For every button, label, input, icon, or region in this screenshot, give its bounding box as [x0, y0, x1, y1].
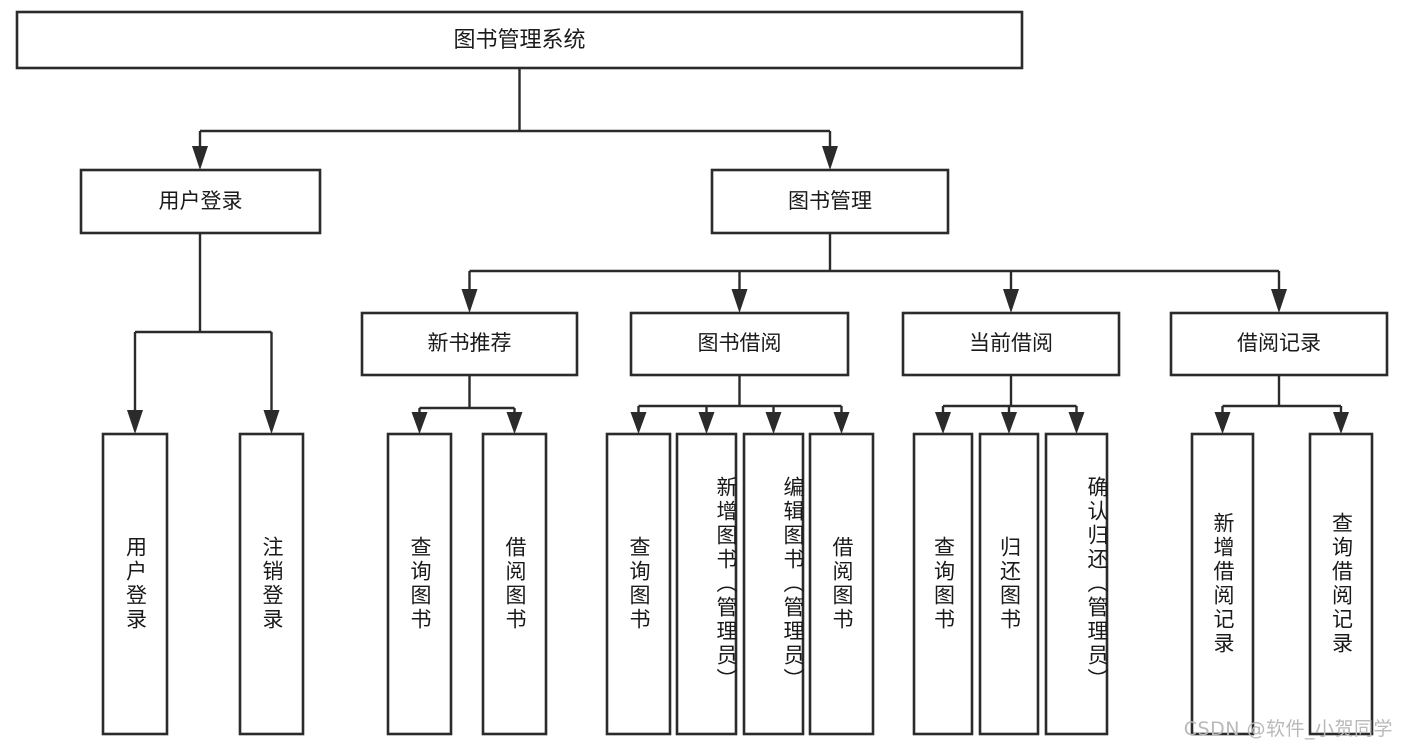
leaf-box-query-book-borrow[interactable]	[605, 432, 672, 736]
leaf-box-group	[101, 432, 1374, 736]
arrow-icon	[1214, 412, 1231, 434]
connector-group-new-book	[411, 375, 523, 434]
arrow-icon	[698, 412, 715, 434]
arrow-icon	[731, 289, 748, 313]
leaf-box-query-book-current[interactable]	[912, 432, 974, 736]
arrow-icon	[1333, 412, 1349, 434]
node-root-system[interactable]: 图书管理系统	[15, 10, 1024, 70]
node-label-book-borrow: 图书借阅	[698, 331, 782, 355]
node-label-borrow-record: 借阅记录	[1237, 331, 1321, 355]
connector-group-root	[192, 68, 838, 170]
node-label-book-manage: 图书管理	[788, 189, 872, 213]
arrow-icon	[833, 412, 850, 434]
arrow-icon	[1001, 412, 1017, 434]
arrow-icon	[1068, 412, 1085, 434]
arrow-icon	[411, 412, 428, 434]
node-label-new-book-recommend: 新书推荐	[428, 331, 512, 355]
leaf-box-query-borrow-record[interactable]	[1308, 432, 1374, 736]
arrow-icon	[263, 410, 280, 434]
arrow-icon	[1271, 289, 1287, 313]
leaf-box-edit-book-admin[interactable]	[742, 432, 805, 736]
arrow-icon	[935, 412, 951, 434]
leaf-box-add-borrow-record[interactable]	[1190, 432, 1255, 736]
arrow-icon	[822, 146, 838, 170]
node-book-borrow[interactable]: 图书借阅	[629, 311, 850, 377]
node-borrow-record[interactable]: 借阅记录	[1169, 311, 1389, 377]
watermark-text: CSDN @软件_小贺同学	[1183, 718, 1393, 740]
leaf-box-user-login[interactable]	[101, 432, 169, 736]
leaf-box-borrow-book-new[interactable]	[481, 432, 548, 736]
arrow-icon	[765, 412, 782, 434]
connector-group-book-manage	[461, 233, 1287, 313]
node-label-user-login: 用户登录	[159, 189, 243, 213]
node-label-root-system: 图书管理系统	[453, 28, 585, 53]
node-current-borrow[interactable]: 当前借阅	[901, 311, 1121, 377]
node-label-current-borrow: 当前借阅	[969, 331, 1053, 355]
arrow-icon	[461, 289, 478, 313]
arrow-icon	[506, 412, 523, 434]
leaf-box-logout[interactable]	[238, 432, 305, 736]
node-book-manage[interactable]: 图书管理	[710, 168, 950, 235]
leaf-box-add-book-admin[interactable]	[675, 432, 738, 736]
leaf-box-borrow-book[interactable]	[808, 432, 875, 736]
arrow-icon	[127, 410, 143, 434]
connector-group-current-borrow	[935, 375, 1085, 434]
connector-group-book-borrow	[630, 375, 850, 434]
leaf-box-query-book-new[interactable]	[386, 432, 453, 736]
connector-group-borrow-record	[1214, 375, 1349, 434]
arrow-icon	[192, 146, 208, 170]
node-user-login[interactable]: 用户登录	[79, 168, 322, 235]
leaf-box-return-book[interactable]	[978, 432, 1040, 736]
leaf-box-confirm-return-admin[interactable]	[1044, 432, 1109, 736]
arrow-icon	[630, 412, 647, 434]
connector-group-user-login	[127, 233, 280, 434]
arrow-icon	[1003, 289, 1019, 313]
node-new-book-recommend[interactable]: 新书推荐	[360, 311, 579, 377]
